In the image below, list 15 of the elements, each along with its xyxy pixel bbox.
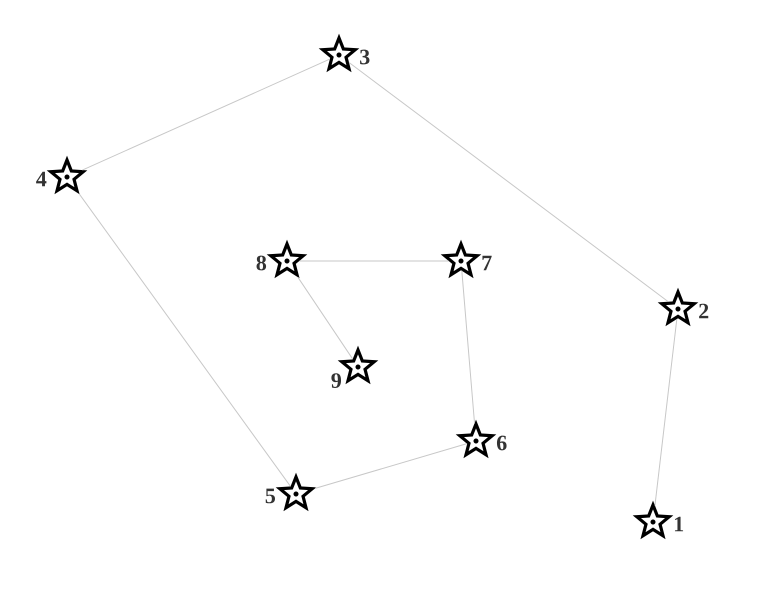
node-number: 3: [360, 50, 370, 64]
node-number: 1: [674, 516, 684, 532]
connector-line: [461, 270, 476, 424]
connector-line: [654, 318, 678, 506]
node-number: 8: [256, 256, 266, 270]
node-number: 5: [266, 488, 275, 504]
connector-line: [348, 62, 669, 302]
node-number: 9: [331, 373, 342, 388]
connector-line: [298, 260, 450, 262]
node-number: 2: [699, 304, 708, 318]
node-number: 7: [482, 256, 492, 270]
node-number: 6: [496, 436, 507, 450]
node-number: 4: [36, 172, 46, 186]
connector-line: [314, 443, 468, 489]
connector-line: [82, 58, 330, 171]
